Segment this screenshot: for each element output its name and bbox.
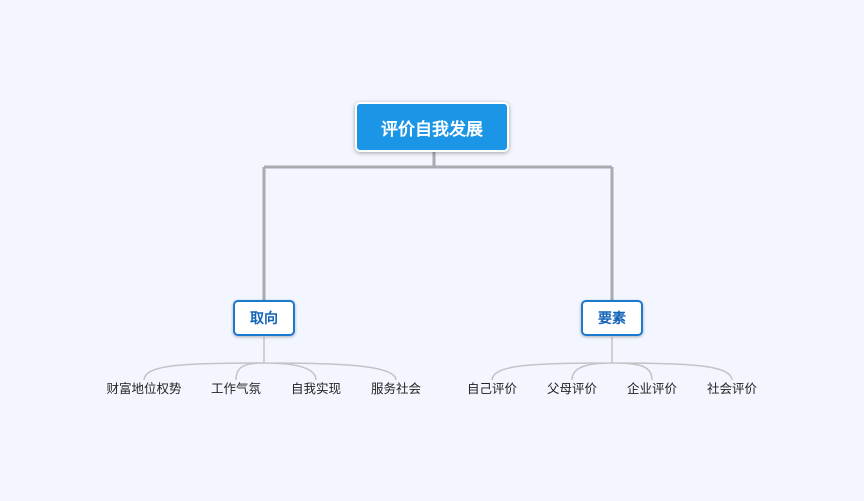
branch-node-label: 要素 [598,311,626,327]
leaf-node[interactable]: 父母评价 [546,381,598,396]
root-connector [262,152,614,300]
branch-connector-1 [143,337,397,381]
branch-node-orientation[interactable]: 取向 [233,300,295,336]
leaf-node[interactable]: 自我实现 [290,381,342,396]
leaf-node[interactable]: 企业评价 [626,381,678,396]
leaf-node[interactable]: 财富地位权势 [106,381,182,396]
leaf-node[interactable]: 社会评价 [706,381,758,396]
root-node-label: 评价自我发展 [381,119,483,140]
root-node[interactable]: 评价自我发展 [355,102,509,152]
leaf-node[interactable]: 自己评价 [466,381,518,396]
leaf-node[interactable]: 工作气氛 [210,381,262,396]
branch-connector-2 [491,337,733,381]
leaf-node[interactable]: 服务社会 [370,381,422,396]
branch-node-label: 取向 [250,311,278,327]
branch-node-elements[interactable]: 要素 [581,300,643,336]
